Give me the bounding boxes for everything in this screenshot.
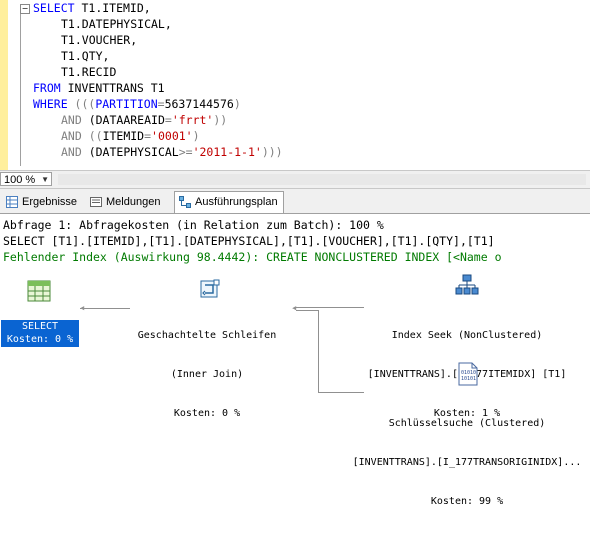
code-line-8: AND (DATAAREAID='frrt')) [61,113,228,127]
connector-loops-lookup-h2 [318,392,364,393]
collapse-box[interactable]: − [20,3,30,14]
nested-loops-icon[interactable] [198,278,220,300]
code-line-5: T1.RECID [61,65,117,79]
select-node-title: SELECT [21,321,59,332]
code-line-3: T1.VOUCHER, [61,33,138,47]
grid-icon [6,196,18,208]
code-line-1: SELECT T1.ITEMID, [33,1,151,15]
code-line-4: T1.QTY, [61,49,110,63]
arrow-left-icon: ◀ [80,304,85,312]
connector-loops-seek [296,307,364,308]
tab-results[interactable]: Ergebnisse [2,192,82,212]
chevron-down-icon: ▼ [41,175,49,184]
key-lookup-cost: Kosten: 99 % [430,496,504,507]
tab-execution-plan-label: Ausführungsplan [195,196,278,208]
horizontal-scrollbar[interactable] [58,174,586,185]
query-cost-line: Abfrage 1: Abfragekosten (in Relation zu… [3,218,384,232]
svg-text:10101: 10101 [461,376,476,382]
tab-messages[interactable]: Meldungen [86,192,168,212]
code-line-2: T1.DATEPHYSICAL, [61,17,172,31]
results-tabs: Ergebnisse Meldungen Ausführungsplan [0,189,590,214]
select-node-cost: Kosten: 0 % [6,334,74,345]
connector-loops-lookup-v [318,310,319,392]
svg-text:01010: 01010 [461,370,476,376]
index-seek-node[interactable]: Index Seek (NonClustered) [INVENTTRANS].… [352,303,582,446]
index-seek-sub: [INVENTTRANS].[I_177ITEMIDX] [T1] [367,369,567,380]
zoom-value: 100 % [4,174,36,186]
tab-messages-label: Meldungen [106,196,161,208]
tab-results-label: Ergebnisse [22,196,78,208]
key-lookup-node[interactable]: Schlüsselsuche (Clustered) [INVENTTRANS]… [344,391,590,534]
key-lookup-title: Schlüsselsuche (Clustered) [388,418,546,429]
index-seek-title: Index Seek (NonClustered) [391,330,543,341]
key-lookup-sub: [INVENTTRANS].[I_177TRANSORIGINIDX]... [352,457,582,468]
connector-select-loops [80,308,130,309]
tab-execution-plan[interactable]: Ausführungsplan [174,191,284,213]
key-lookup-icon[interactable]: 01010 10101 [457,362,479,386]
index-seek-cost: Kosten: 1 % [433,408,501,419]
select-node-label[interactable]: SELECT Kosten: 0 % [1,320,79,347]
query-sql-line: SELECT [T1].[ITEMID],[T1].[DATEPHYSICAL]… [3,234,495,248]
missing-index-hint[interactable]: Fehlender Index (Auswirkung 98.4442): CR… [3,250,502,264]
code-line-10: AND (DATEPHYSICAL>='2011-1-1'))) [61,145,283,159]
message-icon [90,197,102,207]
change-marker [0,0,8,170]
arrow-left-icon: ◀ [292,304,297,312]
select-node-icon[interactable] [27,280,51,302]
index-seek-icon[interactable] [455,274,479,298]
execution-plan-pane: Abfrage 1: Abfragekosten (in Relation zu… [0,214,590,507]
execution-plan-icon [179,196,191,208]
code-line-7: WHERE (((PARTITION=5637144576) [33,97,241,111]
sql-editor[interactable]: − SELECT T1.ITEMID, T1.DATEPHYSICAL, T1.… [0,0,590,170]
nested-loops-sub: (Inner Join) [170,369,244,380]
outline-line [20,6,21,166]
connector-loops-lookup-h1 [296,310,318,311]
zoom-bar: 100 % ▼ [0,170,590,189]
nested-loops-cost: Kosten: 0 % [173,408,241,419]
zoom-dropdown[interactable]: 100 % ▼ [0,172,52,186]
nested-loops-title: Geschachtelte Schleifen [137,330,277,341]
code-line-9: AND ((ITEMID='0001') [61,129,200,143]
nested-loops-node[interactable]: Geschachtelte Schleifen (Inner Join) Kos… [112,303,302,446]
code-line-6: FROM INVENTTRANS T1 [33,81,165,95]
